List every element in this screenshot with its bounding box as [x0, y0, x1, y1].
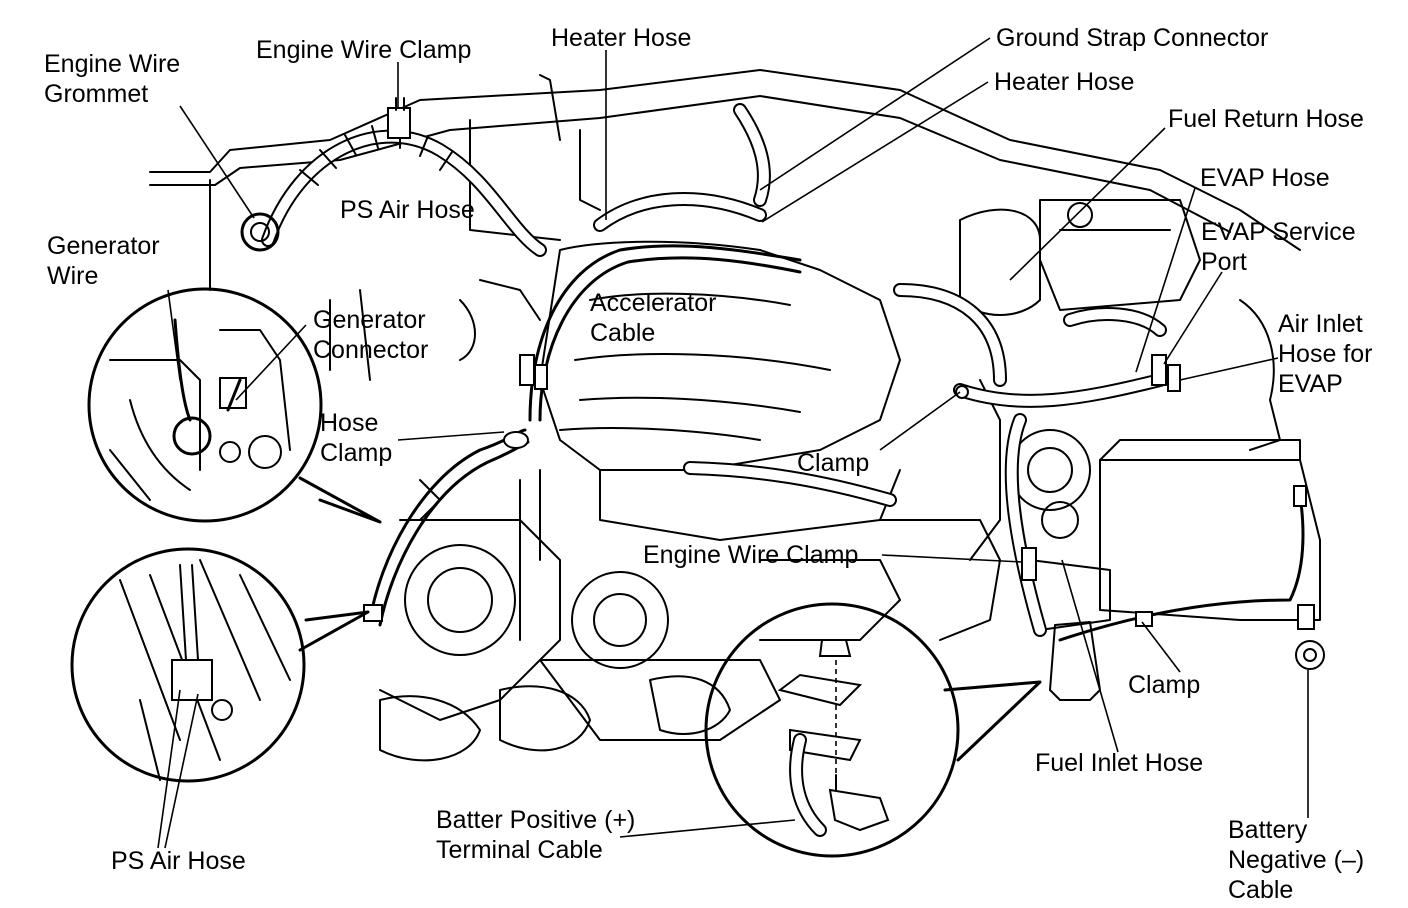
label-ps-air-hose-top: PS Air Hose: [340, 196, 475, 224]
label-line: Engine Wire: [44, 50, 181, 78]
label-line: Battery: [1228, 816, 1308, 844]
label-clamp-center: Clamp: [797, 449, 870, 477]
hoses-and-cables: [240, 97, 1325, 670]
label-battery-negative-cable: Battery Negative (–) Cable: [1228, 815, 1364, 905]
label-line: Hose for: [1278, 340, 1373, 368]
label-engine-wire-grommet: Engine Wire Grommet: [44, 49, 180, 109]
label-evap-hose: EVAP Hose: [1200, 164, 1330, 192]
detail-generator: [87, 287, 323, 523]
label-ground-strap-connector: Ground Strap Connector: [996, 24, 1269, 52]
label-air-inlet-hose: Air Inlet Hose for EVAP: [1278, 309, 1372, 399]
label-line: Generator: [47, 232, 160, 260]
label-line: Hose: [320, 409, 379, 437]
label-clamp-right: Clamp: [1128, 671, 1201, 699]
label-engine-wire-clamp-top: Engine Wire Clamp: [256, 36, 472, 64]
label-hose-clamp: Hose Clamp: [320, 408, 392, 468]
label-line: Wire: [47, 262, 99, 290]
label-line: Negative (–): [1228, 846, 1365, 874]
label-line: Cable: [1228, 876, 1294, 904]
label-line: Cable: [590, 319, 656, 347]
label-engine-wire-clamp-mid: Engine Wire Clamp: [643, 541, 859, 569]
label-line: Air Inlet: [1278, 310, 1363, 338]
label-line: Clamp: [320, 439, 393, 467]
label-generator-connector: Generator Connector: [313, 305, 428, 365]
label-batter-positive-cable: Batter Positive (+) Terminal Cable: [436, 805, 635, 865]
label-line: EVAP Service: [1201, 218, 1356, 246]
label-line: Terminal Cable: [436, 836, 603, 864]
label-fuel-inlet-hose: Fuel Inlet Hose: [1035, 749, 1204, 777]
label-line: Batter Positive (+): [436, 806, 636, 834]
label-line: Grommet: [44, 80, 149, 108]
label-generator-wire: Generator Wire: [47, 231, 160, 291]
callout-wedges: [298, 476, 1042, 762]
label-line: Connector: [313, 336, 429, 364]
label-accelerator-cable: Accelerator Cable: [590, 288, 716, 348]
label-line: Generator: [313, 306, 426, 334]
label-line: EVAP: [1278, 370, 1343, 398]
label-ps-air-hose-bottom: PS Air Hose: [111, 847, 246, 875]
label-line: Accelerator: [590, 289, 717, 317]
label-fuel-return-hose: Fuel Return Hose: [1168, 105, 1364, 133]
detail-battery-terminal: [704, 602, 960, 858]
label-evap-service-port: EVAP Service Port: [1201, 217, 1356, 277]
label-heater-hose-top: Heater Hose: [551, 24, 692, 52]
engine-outline: [149, 69, 1321, 762]
label-heater-hose-right: Heater Hose: [994, 68, 1135, 96]
detail-ps-air-hose: [70, 547, 306, 783]
leader-lines: [157, 37, 1309, 849]
label-line: Port: [1201, 248, 1247, 276]
